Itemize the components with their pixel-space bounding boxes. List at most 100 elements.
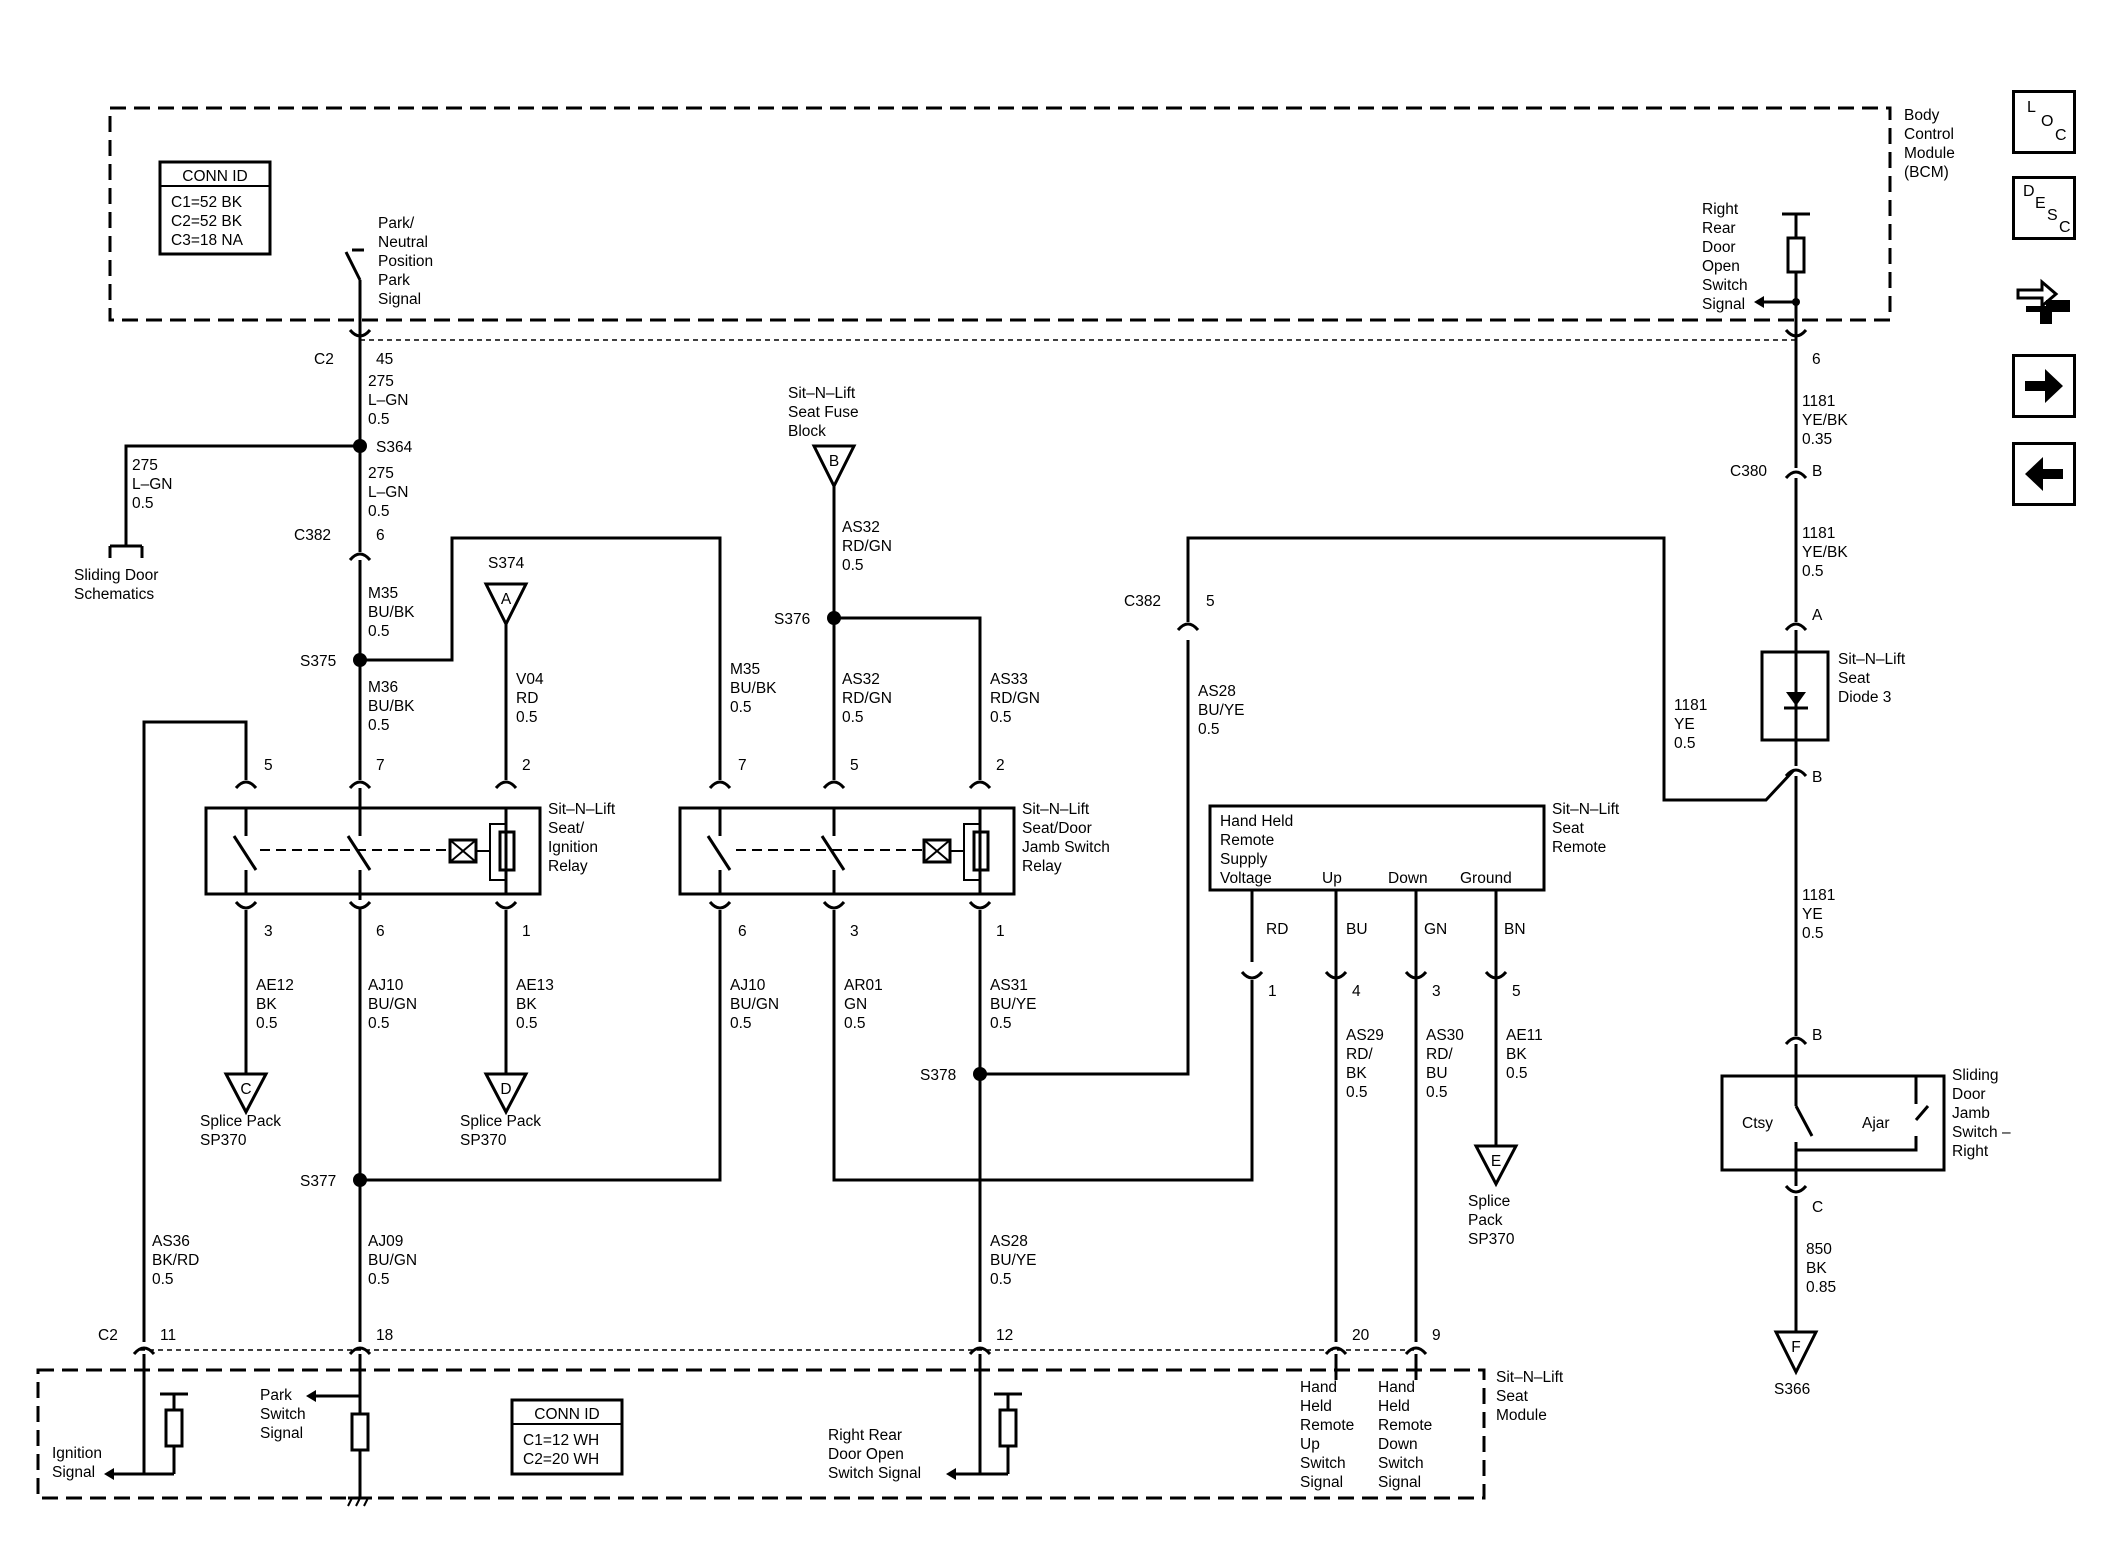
label-colors-bn: BN (1504, 921, 1526, 938)
desc-button[interactable]: D E S C (2012, 176, 2076, 240)
label-pins-p6: 6 (376, 923, 385, 940)
label-module-lines-1: Seat (1496, 1388, 1529, 1405)
label-pins-p18: 18 (376, 1327, 393, 1344)
label-wires-aj10b-2: 0.5 (730, 1015, 752, 1032)
arrow-left-button[interactable] (2012, 442, 2076, 506)
label-wires-as36-0: AS36 (152, 1233, 190, 1250)
label-wires-w1181a-1: YE/BK (1802, 412, 1848, 429)
label-side_nav-desc-3: C (2059, 219, 2071, 236)
label-module_signals-right_rear-2: Switch Signal (828, 1465, 921, 1482)
label-ignition_relay-lines-3: Relay (548, 858, 588, 875)
label-park_neutral_signal-lines-4: Signal (378, 291, 421, 308)
label-wires-w850-2: 0.85 (1806, 1279, 1836, 1296)
label-wires-w275a-0: 275 (368, 373, 394, 390)
label-pins-p7: 7 (376, 757, 385, 774)
seat-remote-box: Hand Held Remote Supply Voltage Up Down … (1208, 804, 1546, 892)
label-wires-w275b-2: 0.5 (368, 503, 390, 520)
label-wires-m36-2: 0.5 (368, 717, 390, 734)
label-pins-pA: A (1812, 607, 1823, 624)
label-colors-rd: RD (1266, 921, 1288, 938)
label-wires-w275b-0: 275 (368, 465, 394, 482)
arrow-right-button[interactable] (2012, 354, 2076, 418)
label-wires-w1181a-2: 0.35 (1802, 431, 1832, 448)
label-ignition_relay-lines-1: Seat/ (548, 820, 585, 837)
label-jamb_switch-lines-0: Sliding (1952, 1067, 1999, 1084)
label-pins-pB: B (1812, 1027, 1822, 1044)
label-wires-aj09-1: BU/GN (368, 1252, 417, 1269)
label-wires-aj10b-1: BU/GN (730, 996, 779, 1013)
label-splice_pack_e-lines-0: Splice (1468, 1193, 1510, 1210)
label-wires-as29-0: AS29 (1346, 1027, 1384, 1044)
label-splice_pack_e-lines-2: SP370 (1468, 1231, 1515, 1248)
label-right_rear_door_open-lines-5: Signal (1702, 296, 1745, 313)
label-module_conn_id-lines-1: C2=20 WH (523, 1451, 599, 1468)
label-splice_pack_c-lines-1: SP370 (200, 1132, 247, 1149)
label-module_signals-down-0: Hand (1378, 1379, 1415, 1396)
label-module_signals-up-4: Switch (1300, 1455, 1346, 1472)
label-pins-p20: 20 (1352, 1327, 1370, 1344)
label-splice_pack_e-lines-1: Pack (1468, 1212, 1503, 1229)
label-remote-title_lines-1: Seat (1552, 820, 1585, 837)
label-wires-w275c-0: 275 (132, 457, 158, 474)
label-wires-ae13-0: AE13 (516, 977, 554, 994)
label-wires-aj10a-0: AJ10 (368, 977, 404, 994)
label-side_nav-desc-2: S (2047, 207, 2058, 224)
label-wires-ar01-0: AR01 (844, 977, 883, 994)
label-remote-ground: Ground (1460, 870, 1512, 887)
tools-icon[interactable] (2012, 270, 2076, 334)
label-pins-p3: 3 (1432, 983, 1441, 1000)
label-pins-p7: 7 (738, 757, 747, 774)
label-module_signals-park-0: Park (260, 1387, 292, 1404)
label-pins-pB: B (1812, 769, 1822, 786)
label-bcm_conn_id-lines-2: C3=18 NA (171, 232, 244, 249)
label-wires-as30-0: AS30 (1426, 1027, 1464, 1044)
label-park_neutral_signal-lines-2: Position (378, 253, 433, 270)
label-remote-supply_lines-0: Hand Held (1220, 813, 1293, 830)
label-jamb_relay-lines-1: Seat/Door (1022, 820, 1092, 837)
label-wires-w1181d-0: 1181 (1802, 887, 1835, 904)
label-module_signals-down-3: Down (1378, 1436, 1418, 1453)
label-wires-v04-1: RD (516, 690, 538, 707)
label-wires-w1181b-2: 0.5 (1802, 563, 1824, 580)
label-wires-w1181b-0: 1181 (1802, 525, 1835, 542)
label-wires-m35b-1: BU/BK (730, 680, 777, 697)
label-bcm_conn_id-lines-0: C1=52 BK (171, 194, 243, 211)
label-pins-p6: 6 (1812, 351, 1821, 368)
label-wires-as31-1: BU/YE (990, 996, 1037, 1013)
arrow-left-icon (2025, 457, 2063, 491)
label-wires-w1181d-1: YE (1802, 906, 1823, 923)
label-pins-p2: 2 (996, 757, 1005, 774)
label-wires-w1181c-0: 1181 (1674, 697, 1707, 714)
connector-cups (132, 328, 1808, 1356)
label-remote-down: Down (1388, 870, 1428, 887)
label-park_neutral_signal-lines-1: Neutral (378, 234, 428, 251)
bcm-outline (108, 106, 1892, 322)
label-module_signals-ignition-0: Ignition (52, 1445, 102, 1462)
label-wires-w1181a-0: 1181 (1802, 393, 1835, 410)
label-ignition_relay-lines-2: Ignition (548, 839, 598, 856)
label-pins-p6: 6 (738, 923, 747, 940)
label-wires-ae12-1: BK (256, 996, 277, 1013)
loc-button[interactable]: L O C (2012, 90, 2076, 154)
module-internals (104, 296, 1800, 1507)
label-connectors-c382: C382 (1124, 593, 1161, 610)
seat-module-outline (36, 1368, 1486, 1500)
label-pins-p3: 3 (850, 923, 859, 940)
label-remote-title_lines-0: Sit–N–Lift (1552, 801, 1620, 818)
label-wires-w275a-2: 0.5 (368, 411, 390, 428)
label-right_rear_door_open-lines-2: Door (1702, 239, 1736, 256)
label-wires-as32a-1: RD/GN (842, 538, 892, 555)
label-splices-s366: S366 (1774, 1381, 1810, 1398)
label-module_signals-up-1: Held (1300, 1398, 1332, 1415)
label-bcm_conn_id-lines-1: C2=52 BK (171, 213, 243, 230)
label-pins-p9: 9 (1432, 1327, 1441, 1344)
label-wires-as29-1: RD/ (1346, 1046, 1373, 1063)
jamb-switch-relay (678, 806, 1016, 896)
label-module_conn_id-lines-0: C1=12 WH (523, 1432, 599, 1449)
label-pins-pC: C (1812, 1199, 1823, 1216)
label-right_rear_door_open-lines-3: Open (1702, 258, 1740, 275)
label-connectors-c2: C2 (98, 1327, 118, 1344)
label-splice_pack_c-lines-0: Splice Pack (200, 1113, 281, 1130)
label-module_signals-park-2: Signal (260, 1425, 303, 1442)
label-jamb_switch-lines-4: Right (1952, 1143, 1989, 1160)
